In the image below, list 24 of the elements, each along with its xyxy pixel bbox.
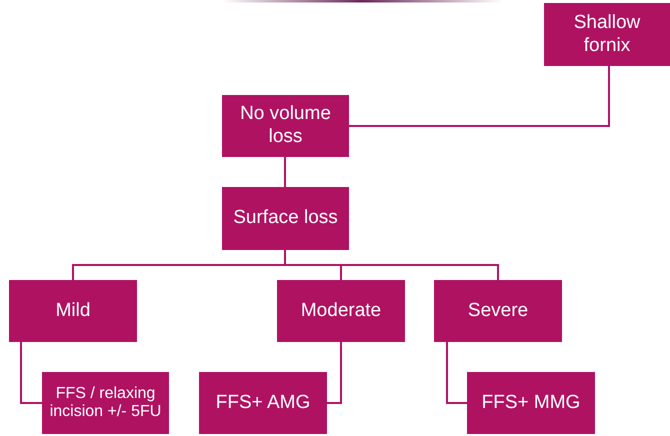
box-label: Shallow fornix — [572, 12, 642, 58]
box-label: FFS+ AMG — [216, 392, 310, 414]
process-box — [544, 3, 670, 66]
box-label: FFS+ MMG — [482, 392, 580, 414]
box-label: FFS / relaxing incision +/- 5FU — [48, 385, 162, 421]
process-box — [222, 95, 349, 157]
connector-line — [20, 342, 42, 404]
box-label: Severe — [468, 300, 528, 322]
connector-line — [284, 250, 499, 280]
connector-line — [284, 157, 286, 187]
process-box — [434, 280, 562, 342]
connector-line — [446, 342, 467, 404]
connector-line — [349, 66, 610, 127]
process-box — [467, 372, 595, 434]
process-box — [222, 187, 349, 250]
connector-line — [327, 342, 342, 404]
process-box — [42, 372, 169, 434]
box-label: Mild — [56, 300, 90, 322]
box-label: Moderate — [300, 300, 382, 322]
box-label: Surface loss — [233, 207, 338, 230]
box-label: No volume loss — [239, 103, 332, 149]
process-box — [9, 280, 137, 342]
process-box — [199, 372, 327, 434]
process-box — [277, 280, 405, 342]
